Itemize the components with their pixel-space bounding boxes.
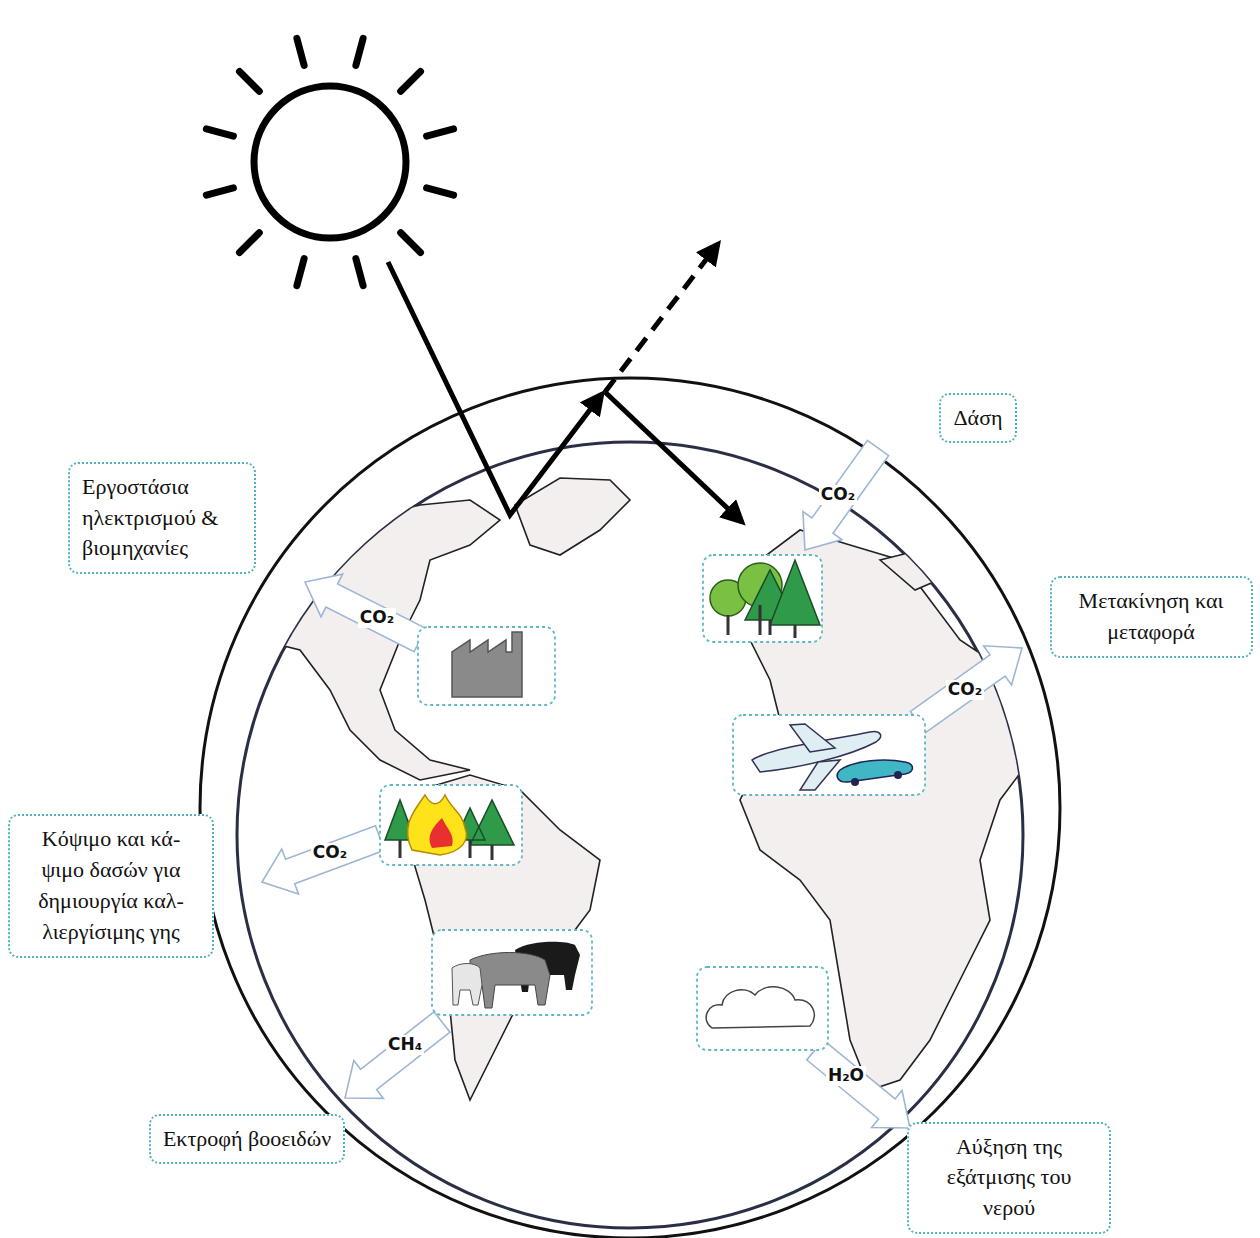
sun-ray [401, 233, 421, 253]
sun-ray [297, 259, 304, 286]
sun-ray [239, 233, 259, 253]
sun-ray [427, 188, 454, 195]
text-box: Αύξηση της εξάτμισης του νερού [907, 1122, 1111, 1234]
text-box: Κόψιμο και κά- ψιμο δασών για δημιουργία… [8, 814, 214, 957]
gas-arrow [803, 440, 889, 550]
gas-arrow [807, 1040, 910, 1128]
gas-label: CO₂ [311, 843, 349, 863]
box-text: Εκτροφή βοοειδών [163, 1124, 331, 1155]
gas-arrow [305, 574, 426, 652]
sun-ray [401, 71, 421, 91]
cattle-icon [452, 942, 580, 1008]
box-text: Αύξηση της εξάτμισης του νερού [921, 1132, 1097, 1224]
factory-icon [452, 632, 522, 697]
gas-label: CO₂ [946, 680, 984, 700]
gas-label: CH₄ [386, 1035, 424, 1055]
gas-arrow [911, 646, 1023, 733]
box-text: Δάση [953, 403, 1002, 434]
icon-boxes [380, 555, 925, 1050]
forest-icon [710, 560, 820, 638]
text-box: Εργοστάσια ηλεκτρισμού & βιομηχανίες [68, 462, 256, 574]
sun-ray [356, 259, 363, 286]
sun-rays [206, 38, 453, 285]
sun-ray [206, 129, 233, 136]
text-box: Δάση [939, 393, 1016, 444]
transport-icon [752, 724, 913, 790]
gas-label: CO₂ [819, 485, 857, 505]
cloud-icon [706, 987, 814, 1028]
gas-label: CO₂ [358, 608, 396, 628]
sun-ray [297, 38, 304, 65]
escaping-radiation [605, 244, 718, 392]
gas-arrows [262, 440, 1022, 1128]
sun [254, 86, 406, 238]
sun-ray [356, 38, 363, 65]
atmosphere-circle [200, 378, 1060, 1238]
sun-ray [206, 188, 233, 195]
gas-arrow [345, 1012, 450, 1099]
incoming-radiation [388, 262, 602, 515]
box-text: Κόψιμο και κά- ψιμο δασών για δημιουργία… [22, 824, 200, 947]
fire-icon [385, 795, 514, 860]
sun-ray [427, 129, 454, 136]
gas-arrow [262, 826, 385, 894]
box-text: Μετακίνηση και μεταφορά [1064, 586, 1239, 648]
gas-label: H₂O [826, 1066, 866, 1086]
sun-ray [239, 71, 259, 91]
box-text: Εργοστάσια ηλεκτρισμού & βιομηχανίες [82, 472, 242, 564]
text-box: Εκτροφή βοοειδών [149, 1114, 345, 1165]
reflected-radiation [605, 392, 742, 522]
continents [230, 478, 1030, 1100]
text-box: Μετακίνηση και μεταφορά [1050, 576, 1253, 658]
